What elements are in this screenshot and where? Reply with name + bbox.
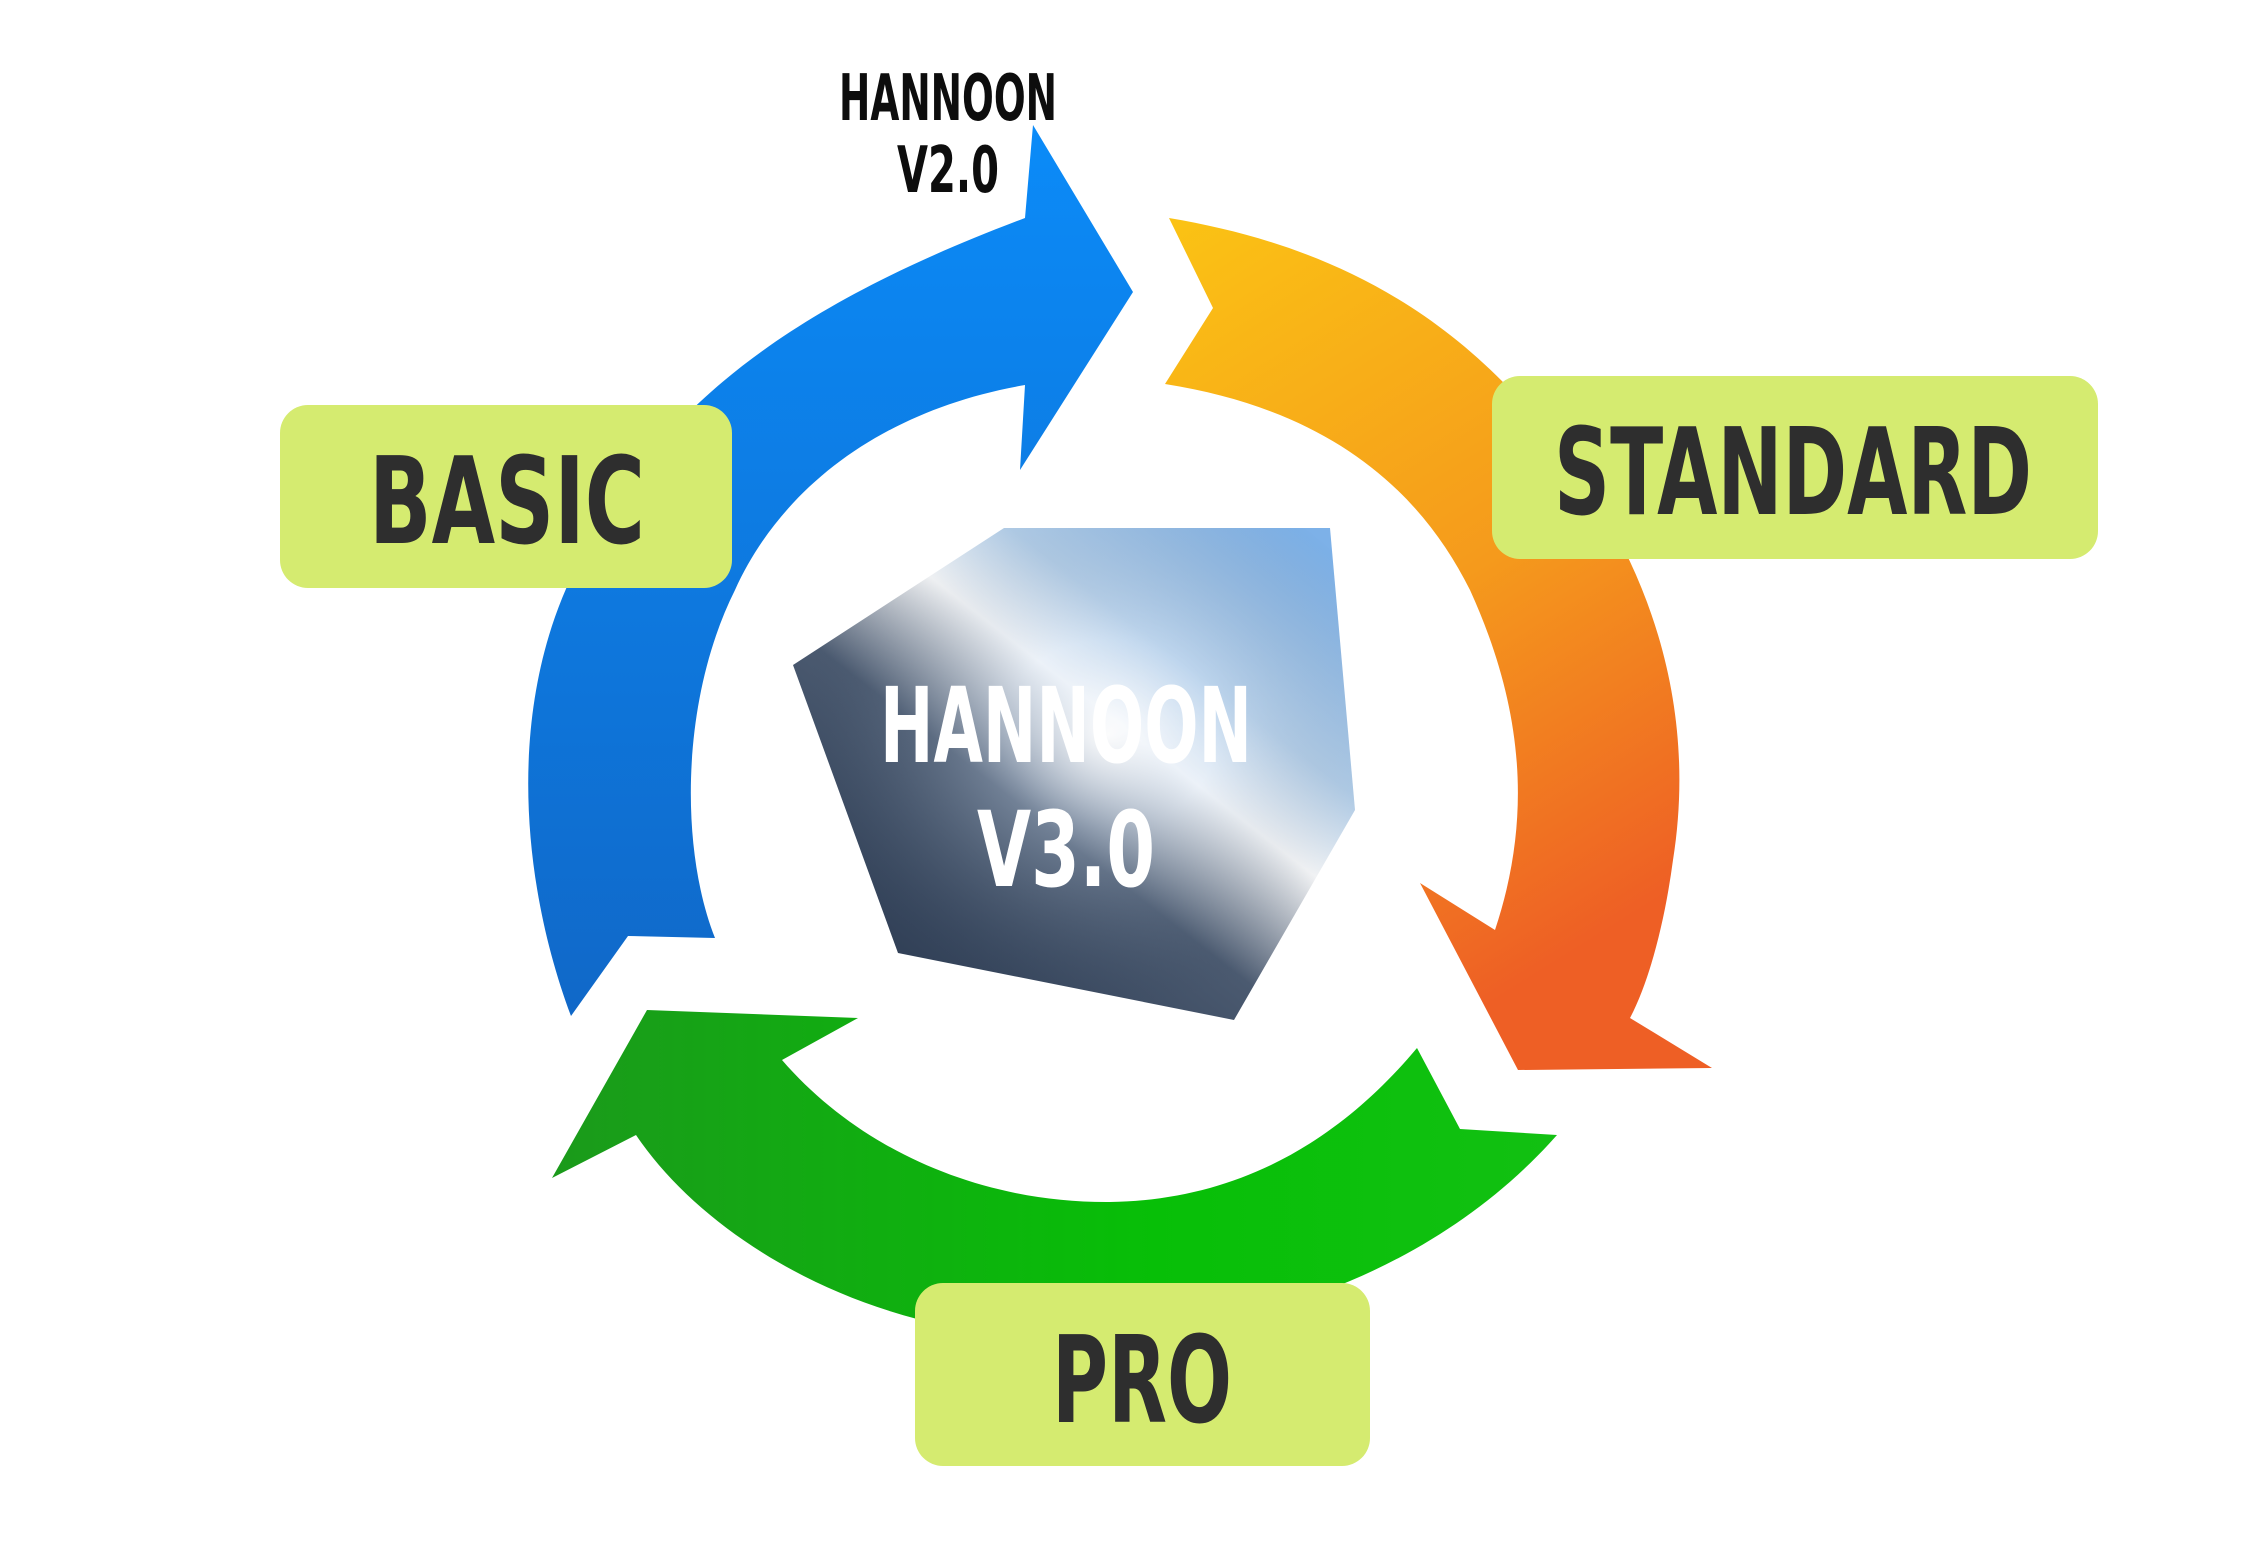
basic-label: BASIC (369, 433, 645, 572)
center-version: V3.0 (977, 789, 1155, 911)
basic-label-box: BASIC (280, 405, 732, 588)
center-title: HANNOON (880, 665, 1252, 787)
orange-cycle-arrow (1165, 218, 1712, 1070)
blue-cycle-arrow (528, 125, 1133, 1016)
standard-label-box: STANDARD (1492, 376, 2098, 559)
top-label-title: HANNOON (839, 62, 1057, 136)
pro-label-box: PRO (915, 1283, 1370, 1466)
center-pentagon (793, 528, 1355, 1020)
standard-label: STANDARD (1554, 404, 2032, 543)
green-cycle-arrow (552, 1010, 1557, 1338)
top-label-version: V2.0 (897, 134, 999, 208)
pro-label: PRO (1052, 1312, 1232, 1451)
